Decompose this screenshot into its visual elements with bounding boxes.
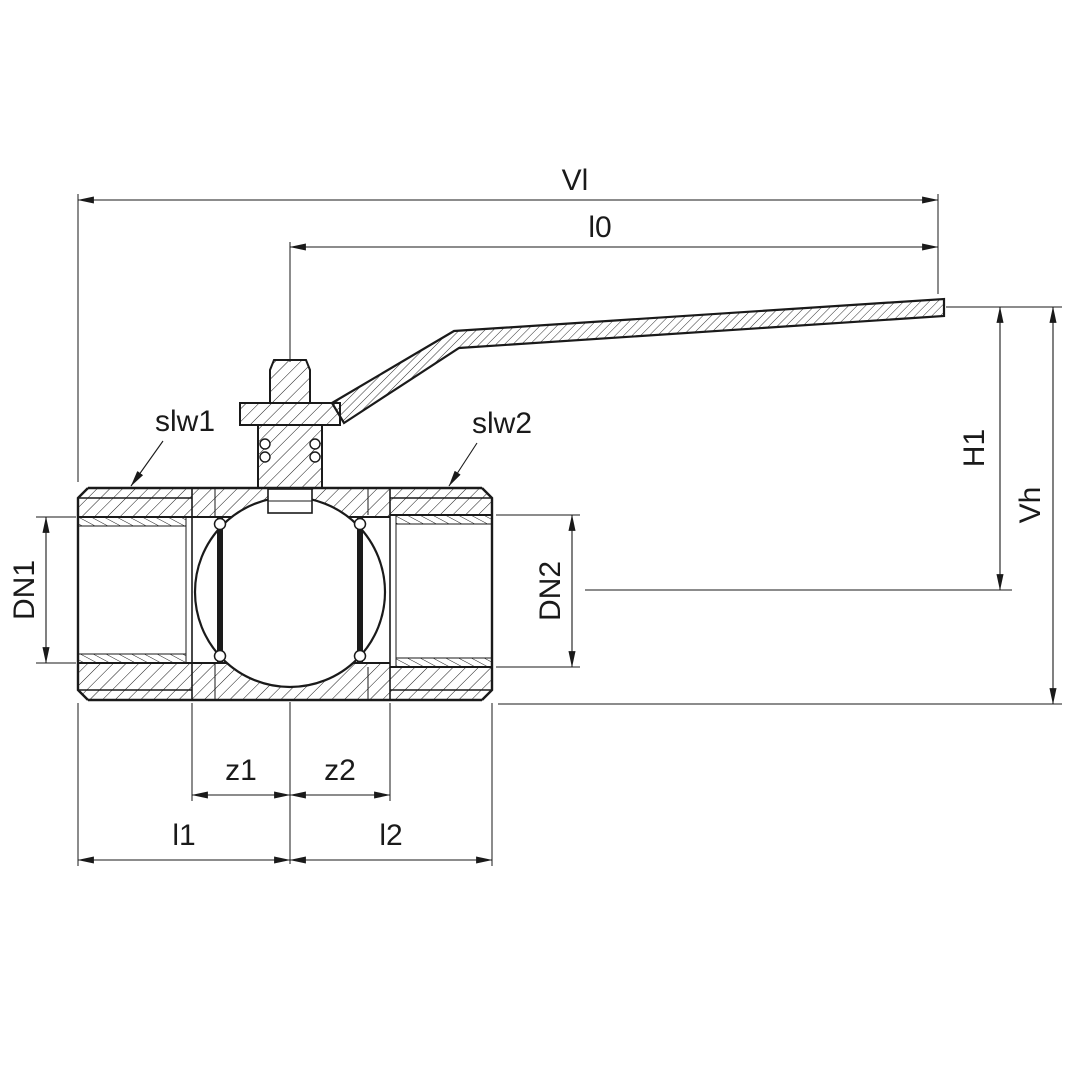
body-right-face <box>481 487 494 701</box>
seat-oring-bottom-right <box>353 649 367 663</box>
l1-label: l1 <box>172 819 195 852</box>
left-cap-bottom-wall <box>78 663 192 700</box>
dimension-l1: l1 <box>77 703 291 866</box>
valve-body <box>76 486 494 702</box>
left-thread-root-lines <box>78 517 187 663</box>
left-thread-top <box>78 517 186 526</box>
dimension-dn1: DN1 <box>8 516 76 664</box>
seat-right <box>357 517 363 663</box>
slw1-label: slw1 <box>155 405 215 438</box>
right-cap-top-wall <box>390 488 492 515</box>
left-cap-top-wall <box>78 488 192 517</box>
dimension-z1: z1 <box>191 703 291 801</box>
dn2-extension-lines <box>496 514 580 668</box>
seat-left <box>217 517 223 663</box>
dimension-vl: Vl <box>77 164 939 482</box>
vh-label: Vh <box>1014 487 1047 524</box>
callout-slw1: slw1 <box>130 405 215 487</box>
l0-label: l0 <box>588 211 611 244</box>
dimension-z2: z2 <box>289 703 391 801</box>
stem-assembly <box>239 359 341 514</box>
dimension-h1: H1 <box>585 306 1062 591</box>
h1-label: H1 <box>958 429 991 467</box>
dn2-label: DN2 <box>534 561 567 621</box>
slw1-leader-line <box>130 440 164 487</box>
right-cap-bottom-wall <box>390 667 492 700</box>
stem-upper <box>269 359 311 404</box>
z2-label: z2 <box>324 754 356 787</box>
stem-oring-right-1 <box>309 438 321 450</box>
dimension-dn2: DN2 <box>496 514 580 668</box>
callout-slw2: slw2 <box>448 407 532 487</box>
stem-oring-left-1 <box>259 438 271 450</box>
body-left-face <box>76 487 89 701</box>
stem-oring-left-2 <box>259 451 271 463</box>
dimension-l0: l0 <box>289 211 939 251</box>
slw2-label: slw2 <box>472 407 532 440</box>
right-thread-root-lines <box>395 515 492 667</box>
right-bore-lines <box>390 514 492 668</box>
slw2-leader-line <box>448 442 478 487</box>
stem-oring-right-2 <box>309 451 321 463</box>
seat-oring-bottom-left <box>213 649 227 663</box>
handle-lever <box>330 297 946 425</box>
gland-flange <box>239 402 341 426</box>
h1-extension-lines <box>585 306 1062 591</box>
dimension-l2: l2 <box>289 703 493 866</box>
dimension-vh: Vh <box>498 306 1062 705</box>
vl-label: Vl <box>562 164 589 197</box>
right-hex-flat-lines <box>390 497 492 691</box>
dn1-label: DN1 <box>8 560 41 620</box>
z1-label: z1 <box>225 754 257 787</box>
right-thread-top <box>396 515 492 524</box>
left-thread-bottom <box>78 654 186 663</box>
right-thread-bottom <box>396 658 492 667</box>
dn1-extension-lines <box>36 516 76 664</box>
l2-label: l2 <box>379 819 402 852</box>
left-hex-flat-lines <box>78 497 192 691</box>
seat-oring-top-right <box>353 517 367 531</box>
seat-oring-top-left <box>213 517 227 531</box>
